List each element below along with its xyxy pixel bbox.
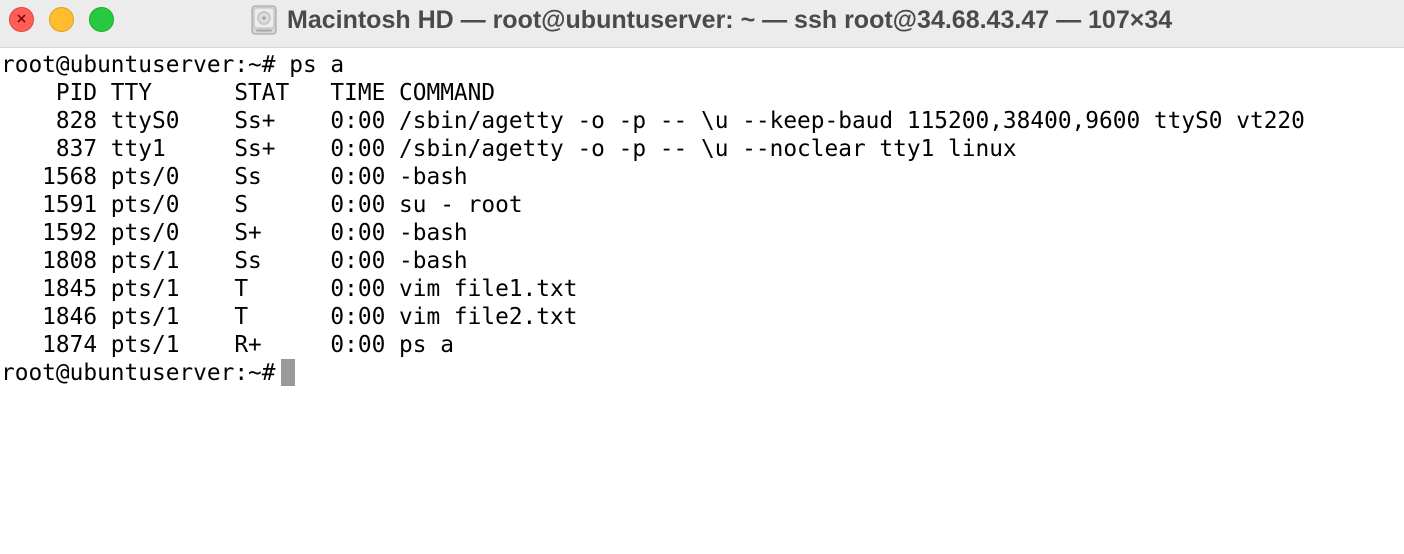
window-title: Macintosh HD — root@ubuntuserver: ~ — ss… (287, 5, 1173, 34)
window-title-container: Macintosh HD — root@ubuntuserver: ~ — ss… (250, 3, 1172, 37)
process-row: 1808 pts/1 Ss 0:00 -bash (1, 248, 468, 274)
zoom-button[interactable] (89, 7, 114, 32)
process-row: 1846 pts/1 T 0:00 vim file2.txt (1, 304, 578, 330)
process-row: 1592 pts/0 S+ 0:00 -bash (1, 220, 468, 246)
process-row: 837 tty1 Ss+ 0:00 /sbin/agetty -o -p -- … (1, 136, 1017, 162)
command-line: root@ubuntuserver:~# ps a (1, 52, 345, 78)
prompt: root@ubuntuserver:~# (1, 360, 276, 386)
minimize-button[interactable] (49, 7, 74, 32)
title-bar[interactable]: × Macintosh HD — root@ubuntuserver: ~ — … (0, 0, 1404, 48)
close-button[interactable]: × (9, 7, 34, 32)
process-row: 1845 pts/1 T 0:00 vim file1.txt (1, 276, 578, 302)
process-row: 1874 pts/1 R+ 0:00 ps a (1, 332, 454, 358)
process-row: 828 ttyS0 Ss+ 0:00 /sbin/agetty -o -p --… (1, 108, 1305, 134)
terminal-output[interactable]: root@ubuntuserver:~# ps a PID TTY STAT T… (0, 51, 1404, 554)
close-icon: × (15, 11, 28, 27)
hard-disk-icon (251, 5, 277, 35)
text-cursor (280, 359, 295, 386)
current-prompt-line[interactable]: root@ubuntuserver:~# (0, 359, 1404, 387)
process-row: 1568 pts/0 Ss 0:00 -bash (1, 164, 468, 190)
process-table-header: PID TTY STAT TIME COMMAND (1, 80, 496, 106)
process-row: 1591 pts/0 S 0:00 su - root (1, 192, 523, 218)
